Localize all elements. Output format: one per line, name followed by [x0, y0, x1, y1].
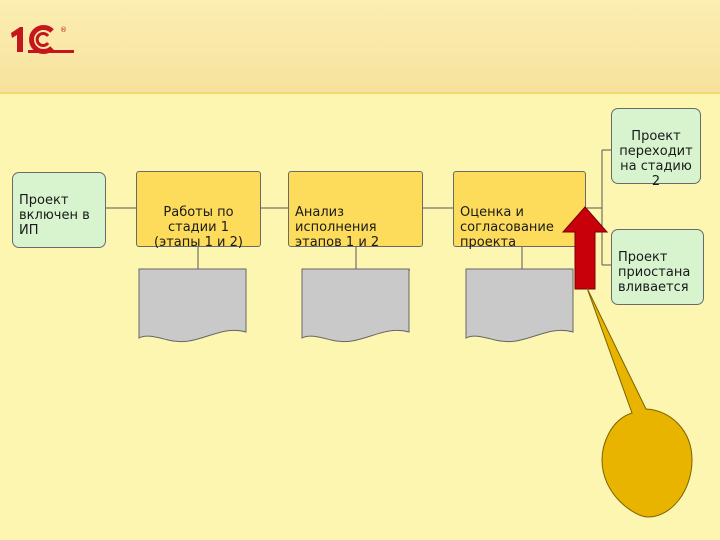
1c-logo: ® — [11, 25, 74, 54]
start-project-label: Проект включен в ИП — [19, 193, 90, 238]
callout-bubble — [586, 287, 693, 518]
step-evaluation-box: Оценка и согласование проекта — [453, 171, 586, 250]
red-up-arrow-icon — [562, 206, 608, 290]
step-analysis-label: Анализ исполнения этапов 1 и 2 — [295, 205, 380, 250]
start-project-box: Проект включен в ИП — [12, 172, 106, 248]
outcome-next-stage-label: Проект переходит на стадию 2 — [619, 129, 693, 189]
step-evaluation-label: Оценка и согласование проекта — [460, 205, 554, 250]
logo-registered: ® — [60, 26, 67, 34]
document-icon — [138, 268, 247, 343]
document-icon — [301, 268, 410, 343]
step-work-stage1-label: Работы по стадии 1 (этапы 1 и 2) — [154, 205, 243, 250]
outcome-paused-box: Проект приостана вливается — [611, 229, 704, 305]
outcome-paused-label: Проект приостана вливается — [618, 250, 691, 295]
header-band: ® — [0, 0, 720, 94]
step-work-stage1-box: Работы по стадии 1 (этапы 1 и 2) — [136, 171, 261, 250]
outcome-next-stage-box: Проект переходит на стадию 2 — [611, 108, 701, 189]
document-icon — [465, 268, 574, 343]
step-analysis-box: Анализ исполнения этапов 1 и 2 — [288, 171, 423, 250]
